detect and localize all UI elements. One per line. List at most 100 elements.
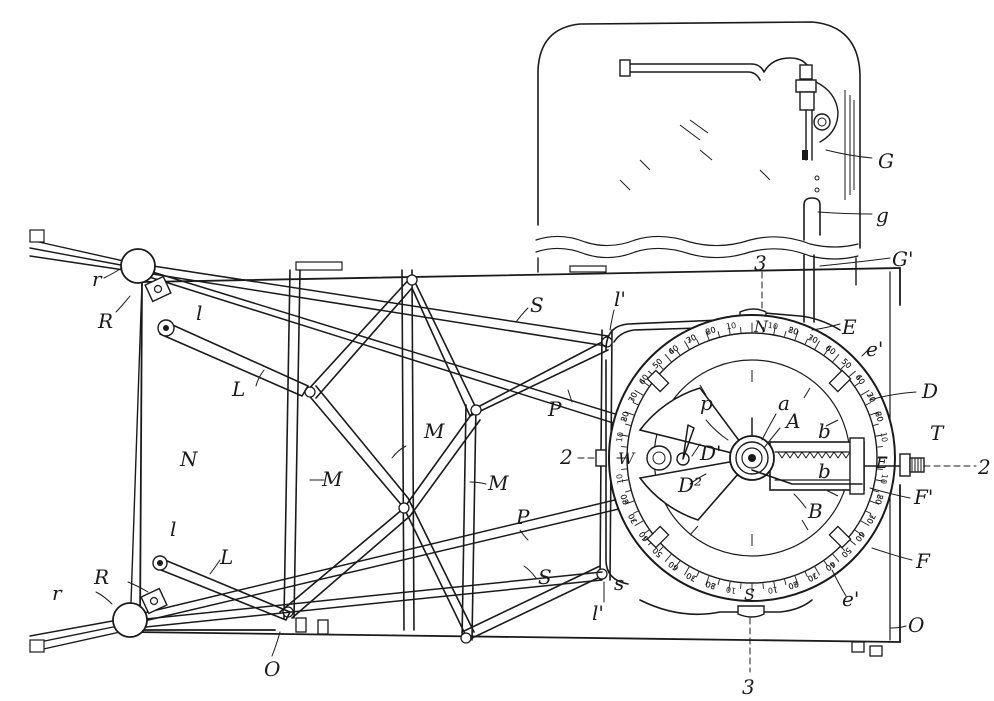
label-E: E — [841, 315, 857, 339]
dial-tick — [717, 579, 720, 585]
label-a: a — [778, 391, 790, 415]
dial-tick — [848, 370, 856, 378]
dial-number: 20 — [787, 579, 799, 591]
label-e-prime-bottom: e' — [842, 587, 859, 611]
dial-number: 80 — [787, 579, 799, 591]
label-M-center: M — [423, 419, 445, 443]
dial-tick — [875, 434, 886, 437]
dial-number: 80 — [705, 325, 717, 337]
label-2-right: 2 — [977, 455, 991, 479]
label-G-prime: G' — [892, 247, 913, 271]
dial-number: 30 — [627, 391, 640, 404]
dial-number: 20 — [619, 493, 631, 505]
base-board — [129, 261, 901, 657]
dial-tick — [865, 402, 872, 406]
dial-number: 80 — [619, 493, 631, 505]
dial-tick — [696, 338, 700, 345]
dial-tick — [618, 434, 629, 437]
dial-tick — [832, 554, 840, 562]
dial-tick — [784, 579, 787, 585]
dial-number: 30 — [806, 333, 819, 346]
dial-number: 20 — [873, 493, 885, 505]
dial-number: 30 — [865, 391, 878, 404]
dial-number: 70 — [806, 571, 819, 584]
dial-number: 10 — [615, 473, 625, 484]
dial-number: 80 — [873, 493, 885, 505]
dial-tick — [794, 330, 799, 341]
label-3-top: 3 — [754, 251, 767, 275]
label-2-left: 2 — [559, 445, 573, 469]
dial-tick — [823, 350, 828, 356]
dial-number: 20 — [619, 411, 631, 423]
dial-number: 10 — [767, 321, 778, 331]
dial-number: 20 — [787, 325, 799, 337]
label-L-top: L — [231, 377, 245, 401]
upper-housing — [535, 21, 861, 323]
dial-tick — [840, 364, 846, 370]
dial-number: 70 — [685, 333, 698, 346]
dial-number: 10 — [879, 473, 889, 484]
dial-number: 80 — [619, 411, 631, 423]
compass-label-N: N — [753, 317, 769, 336]
dial-number: 80 — [873, 411, 885, 423]
dial-tick — [784, 331, 787, 337]
label-p: p — [700, 391, 713, 415]
label-b-top: b — [818, 419, 831, 443]
leader-lines — [95, 149, 917, 657]
dial-tick — [865, 510, 872, 514]
pulleys — [112, 248, 172, 638]
dial-number: 70 — [865, 512, 878, 525]
dial-tick — [804, 571, 808, 578]
label-R-top: R — [97, 309, 113, 333]
dial-tick — [625, 423, 631, 426]
dial-number: 10 — [879, 431, 889, 442]
label-M-right: M — [487, 471, 509, 495]
dial-tick — [728, 324, 731, 335]
label-r-top: r — [92, 267, 103, 291]
dial-tick — [684, 566, 690, 576]
label-3-bottom: 3 — [742, 675, 755, 699]
label-D: D — [921, 379, 938, 403]
reference-labels: G g G' 3 3 E e' e' D T 2 2 F' F O O r r … — [52, 149, 991, 699]
dial-number: 30 — [685, 571, 698, 584]
dial-tick — [618, 479, 629, 482]
housing-shading — [619, 90, 855, 200]
dial-tick — [664, 354, 672, 362]
dial-number: 20 — [873, 411, 885, 423]
inner-mechanism — [638, 387, 901, 521]
dial-tick — [823, 560, 828, 566]
label-S-top: S — [530, 293, 544, 317]
label-g: g — [876, 203, 889, 227]
dial-tick — [644, 529, 650, 534]
dial-tick — [854, 382, 860, 387]
dial-tick — [860, 520, 870, 526]
dial-tick — [705, 575, 710, 586]
dial-tick — [658, 364, 664, 370]
label-L-bottom: L — [219, 545, 233, 569]
dial-tick — [854, 529, 860, 534]
dial-tick — [804, 338, 808, 345]
dial-number: 20 — [705, 579, 717, 591]
dial-tick — [860, 390, 870, 396]
label-l-top: l — [196, 301, 202, 325]
levers — [152, 319, 309, 621]
dial-tick — [728, 581, 731, 592]
dial-number: 10 — [767, 585, 778, 595]
dial-tick — [705, 330, 710, 341]
dial-tick — [875, 479, 886, 482]
dial-tick — [869, 500, 880, 505]
dial-number: 70 — [685, 571, 698, 584]
dial-tick — [696, 571, 700, 578]
dial-tick — [634, 520, 644, 526]
dial-tick — [664, 554, 672, 562]
dial-number: 70 — [627, 512, 640, 525]
label-B: B — [807, 499, 823, 523]
dial-tick — [624, 411, 635, 416]
label-A: A — [784, 409, 800, 433]
dial-tick — [625, 490, 631, 493]
label-s: s — [614, 571, 624, 595]
label-G: G — [878, 149, 894, 173]
dial-tick — [832, 354, 840, 362]
label-l-bottom: l — [170, 517, 176, 541]
